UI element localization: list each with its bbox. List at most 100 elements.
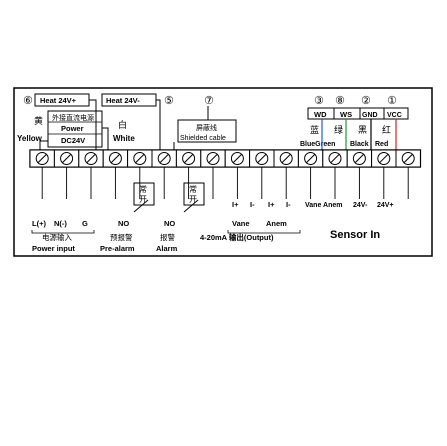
terminal-16: [395, 149, 421, 168]
label-prealarm: Pre-alarm: [100, 244, 135, 253]
label-i-plus-1: I+: [232, 200, 239, 209]
label-vcc: VCC: [387, 112, 402, 119]
label-dc24v: DC24V: [61, 136, 85, 145]
label-1: ①: [387, 95, 397, 107]
screw-terminal-icon: [108, 152, 122, 165]
label-i-plus-2: I+: [268, 200, 275, 209]
label-no1: NO: [118, 219, 129, 228]
label-24v-plus: 24V+: [377, 202, 394, 209]
bracket-power-input: [31, 230, 95, 234]
label-7: ⑦: [204, 95, 214, 107]
label-yellow: Yellow: [17, 134, 43, 143]
label-8: ⑧: [335, 95, 345, 107]
label-shielded-cable: Shielded cable: [180, 135, 226, 142]
screw-terminal-icon: [304, 152, 318, 165]
dc-power-box: [47, 110, 103, 148]
relay-nc2-box: [183, 182, 205, 206]
label-2: ②: [361, 95, 371, 107]
terminal-5: [127, 149, 153, 168]
label-cn-power-input: 电源输入: [42, 232, 72, 242]
label-anem: Anem: [266, 219, 287, 228]
label-cn-prealarm: 预报警: [110, 232, 133, 242]
wire-heat-neg: [156, 99, 161, 150]
wire-white: [102, 127, 109, 150]
label-i-minus-2: I-: [286, 200, 291, 209]
terminal-14: [346, 149, 373, 168]
screw-terminal-icon: [182, 152, 196, 165]
screw-terminal-icon: [352, 152, 366, 165]
label-alarm: Alarm: [156, 244, 178, 253]
label-cn-nc2: 常: [189, 185, 197, 194]
label-cn-green: 绿: [334, 124, 343, 135]
label-white: White: [113, 134, 135, 143]
label-6: ⑥: [23, 95, 33, 107]
wire-heat-pos: [89, 99, 97, 150]
label-24v-minus: 24V-: [353, 202, 368, 209]
terminal-6: [151, 149, 177, 168]
wire-yellow: [39, 140, 48, 150]
terminal-4: [102, 149, 129, 168]
terminal-7: [175, 149, 202, 168]
label-vane: Vane: [232, 219, 250, 228]
label-wd: WD: [314, 110, 327, 119]
screw-terminal-icon: [377, 152, 391, 165]
label-red: Red: [375, 141, 388, 148]
label-i-minus-1: I-: [250, 200, 255, 209]
terminal-2: [53, 149, 80, 168]
screw-terminal-icon: [206, 152, 220, 165]
shielded-cable-box: [177, 119, 237, 143]
terminal-9: [224, 149, 251, 168]
terminal-13: [322, 149, 348, 168]
label-gnd: GND: [362, 112, 378, 119]
label-blue-green: BlueGreen: [300, 141, 335, 148]
bracket-output: [227, 230, 301, 234]
label-sensor-in: Sensor In: [330, 229, 380, 241]
screw-terminal-icon: [255, 152, 269, 165]
label-g: G: [82, 219, 88, 228]
terminal-11: [273, 149, 299, 168]
screw-terminal-icon: [328, 152, 342, 165]
label-cn-open1: 开: [139, 195, 147, 204]
label-vane-anem-top: Vane Anem: [305, 202, 342, 209]
screw-terminal-icon: [84, 152, 98, 165]
label-cn-blue: 蓝: [310, 124, 319, 135]
label-no2: NO: [164, 219, 175, 228]
label-5: ⑤: [164, 95, 174, 107]
terminal-strip: [29, 149, 422, 199]
label-power: Power: [61, 124, 84, 133]
label-n-minus: N(-): [54, 219, 67, 228]
terminal-12: [297, 149, 324, 168]
terminal-8: [200, 149, 226, 168]
screw-terminal-icon: [157, 152, 171, 165]
label-heat-neg: Heat 24V-: [106, 96, 140, 105]
label-heat-pos: Heat 24V+: [40, 96, 77, 105]
relay-nc1-box: [133, 182, 155, 206]
relay-switch-2: [183, 199, 199, 213]
label-cn-nc1: 常: [139, 185, 147, 194]
terminal-15: [371, 149, 397, 168]
label-cn-yellow: 黄: [34, 115, 43, 126]
label-cn-red: 红: [382, 124, 391, 135]
label-cn-open2: 开: [189, 195, 197, 204]
terminal-10: [249, 149, 275, 168]
label-cn-output: 4-20mA 输出(Output): [200, 232, 274, 242]
diagram-frame: [13, 87, 433, 257]
label-black: Black: [350, 141, 369, 148]
screw-terminal-icon: [279, 152, 293, 165]
screw-terminal-icon: [35, 152, 49, 165]
screw-terminal-icon: [230, 152, 244, 165]
terminal-1: [29, 149, 55, 168]
screw-terminal-icon: [133, 152, 147, 165]
label-cn-shielded: 屏蔽线: [196, 123, 217, 132]
label-cn-white: 白: [118, 119, 127, 130]
label-l-plus: L(+): [32, 219, 46, 228]
label-cn-alarm: 报警: [160, 232, 175, 242]
label-cn-black: 黑: [358, 125, 367, 135]
label-3: ③: [314, 95, 324, 107]
screw-terminal-icon: [401, 152, 415, 165]
label-ws: WS: [340, 110, 352, 119]
terminal-3: [78, 149, 104, 168]
label-cn-dc-power: 外接直流电源: [52, 113, 94, 122]
label-power-input: Power input: [32, 244, 75, 253]
